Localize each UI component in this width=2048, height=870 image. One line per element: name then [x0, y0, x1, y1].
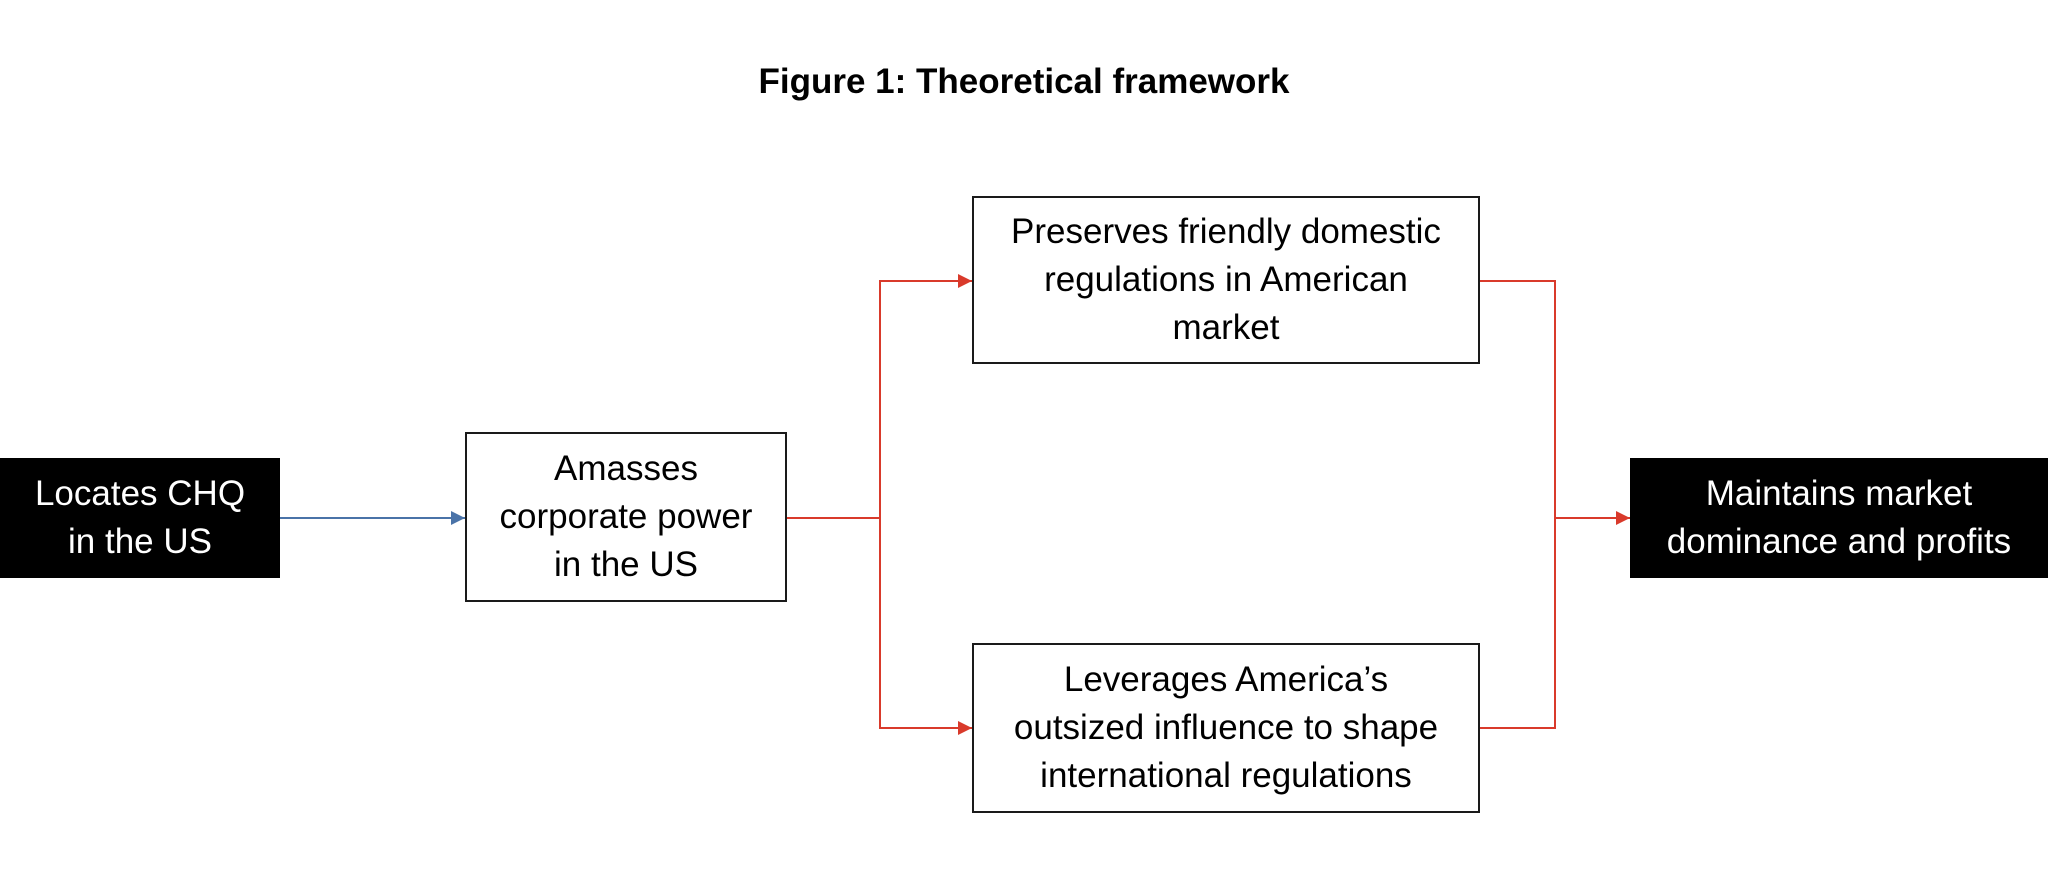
- node-leverages-line-3: international regulations: [1040, 756, 1412, 795]
- node-maintains-line-2: dominance and profits: [1666, 522, 2012, 561]
- node-amasses-line-1: Amasses: [554, 449, 698, 488]
- node-amasses-corporate-power: Amasses corporate power in the US: [465, 432, 787, 602]
- edge-amasses-to-preserves: [787, 274, 972, 519]
- node-preserves-line-2: regulations in American: [1044, 260, 1408, 299]
- node-locates-chq-line-2: in the US: [68, 522, 212, 561]
- edge-leverages-to-maintains: [1480, 518, 1556, 729]
- node-leverages-line-1: Leverages America’s: [1063, 660, 1389, 699]
- node-locates-chq-line-1: Locates CHQ: [34, 474, 246, 513]
- edge-preserves-to-maintains: [1480, 280, 1556, 518]
- node-leverages-international-influence: Leverages America’s outsized influence t…: [972, 643, 1480, 813]
- node-maintains-line-1: Maintains market: [1705, 474, 1973, 513]
- figure-title: Figure 1: Theoretical framework: [758, 62, 1290, 101]
- node-amasses-line-2: corporate power: [499, 497, 753, 536]
- node-preserves-line-1: Preserves friendly domestic: [1011, 212, 1441, 251]
- edge-amasses-to-leverages: [879, 518, 972, 735]
- node-preserves-line-3: market: [1172, 308, 1280, 347]
- node-preserves-domestic-regulations: Preserves friendly domestic regulations …: [972, 196, 1480, 364]
- node-locates-chq: Locates CHQ in the US: [0, 458, 280, 578]
- node-amasses-line-3: in the US: [554, 545, 698, 584]
- node-leverages-line-2: outsized influence to shape: [1013, 708, 1439, 747]
- node-maintains-market-dominance: Maintains market dominance and profits: [1630, 458, 2048, 578]
